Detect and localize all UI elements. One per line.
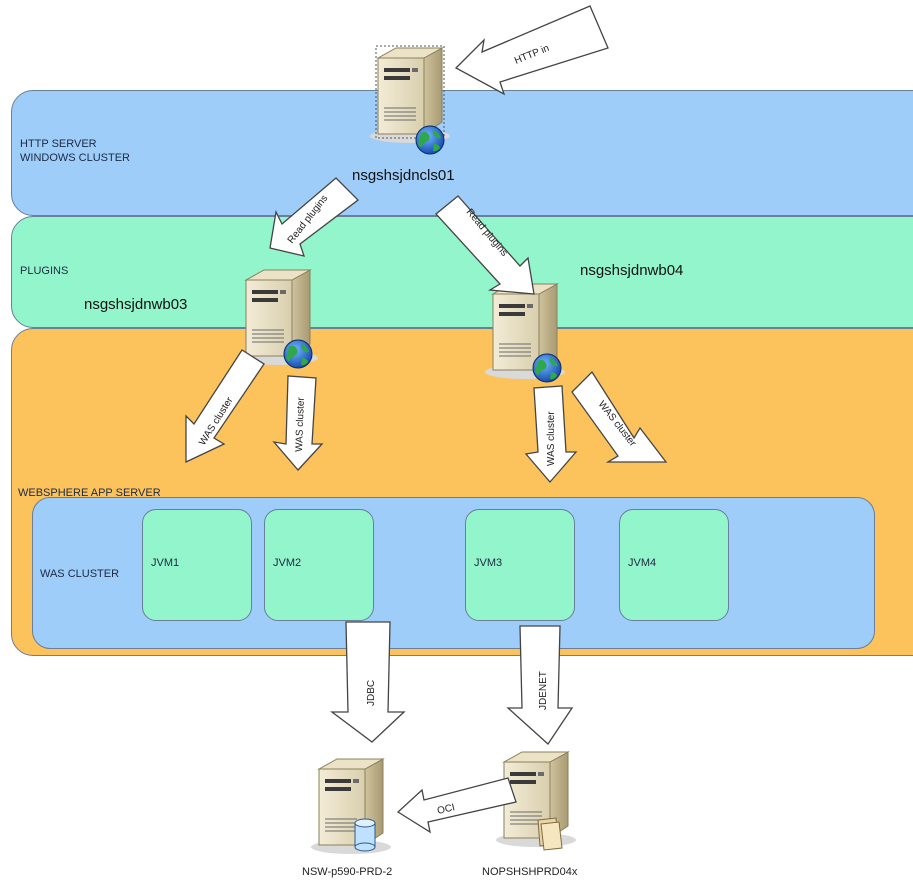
plugin-left-hostname: nsgshsjdnwb03 (84, 296, 188, 313)
websphere-layer-label: WEBSPHERE APP SERVER (18, 487, 161, 499)
was-cluster-label-2: WAS cluster (294, 396, 307, 452)
db-server-right-icon (495, 751, 577, 851)
jvm-box-4: JVM4 (619, 509, 729, 621)
jvm-box-2: JVM2 (264, 509, 374, 621)
http-server-hostname: nsgshsjdncls01 (352, 167, 455, 184)
read-plugins-right-arrow (435, 195, 535, 295)
plugins-layer-label: PLUGINS (20, 265, 69, 277)
http-layer-label: HTTP SERVER WINDOWS CLUSTER (20, 138, 130, 164)
folder-icon (537, 817, 563, 851)
http-in-arrow (454, 5, 609, 96)
jvm-box-3: JVM3 (465, 509, 575, 621)
was-cluster-arrow-2 (272, 375, 324, 471)
was-cluster-label-3: WAS cluster (546, 411, 557, 466)
plugin-server-left-icon (237, 269, 319, 369)
jdenet-label: JDENET (538, 671, 549, 710)
was-cluster-arrow-3 (524, 385, 578, 483)
db-right-hostname: NOPSHSHPRD04x (482, 866, 578, 878)
jdenet-arrow (506, 625, 574, 745)
was-cluster-arrow-1 (185, 349, 265, 464)
oci-arrow (396, 777, 517, 834)
db-left-hostname: NSW-p590-PRD-2 (302, 866, 393, 878)
database-cylinder-icon (354, 818, 376, 852)
plugin-server-right-icon (484, 283, 566, 383)
jvm-label: JVM2 (273, 557, 302, 569)
http-server-icon (369, 45, 451, 155)
was-cluster-arrow-4 (571, 370, 668, 463)
was-cluster-label: WAS CLUSTER (40, 568, 120, 580)
http-server-layer (11, 90, 913, 216)
db-server-left-icon (310, 758, 392, 855)
jvm-label: JVM4 (628, 557, 657, 569)
jdbc-arrow (330, 621, 406, 743)
jvm-box-1: JVM1 (142, 509, 252, 621)
jvm-label: JVM3 (474, 557, 503, 569)
jvm-label: JVM1 (151, 557, 180, 569)
jdbc-label: JDBC (366, 680, 377, 706)
read-plugins-left-arrow (269, 177, 359, 257)
oci-label: OCI (436, 802, 456, 817)
plugin-right-hostname: nsgshsjdnwb04 (580, 262, 684, 279)
